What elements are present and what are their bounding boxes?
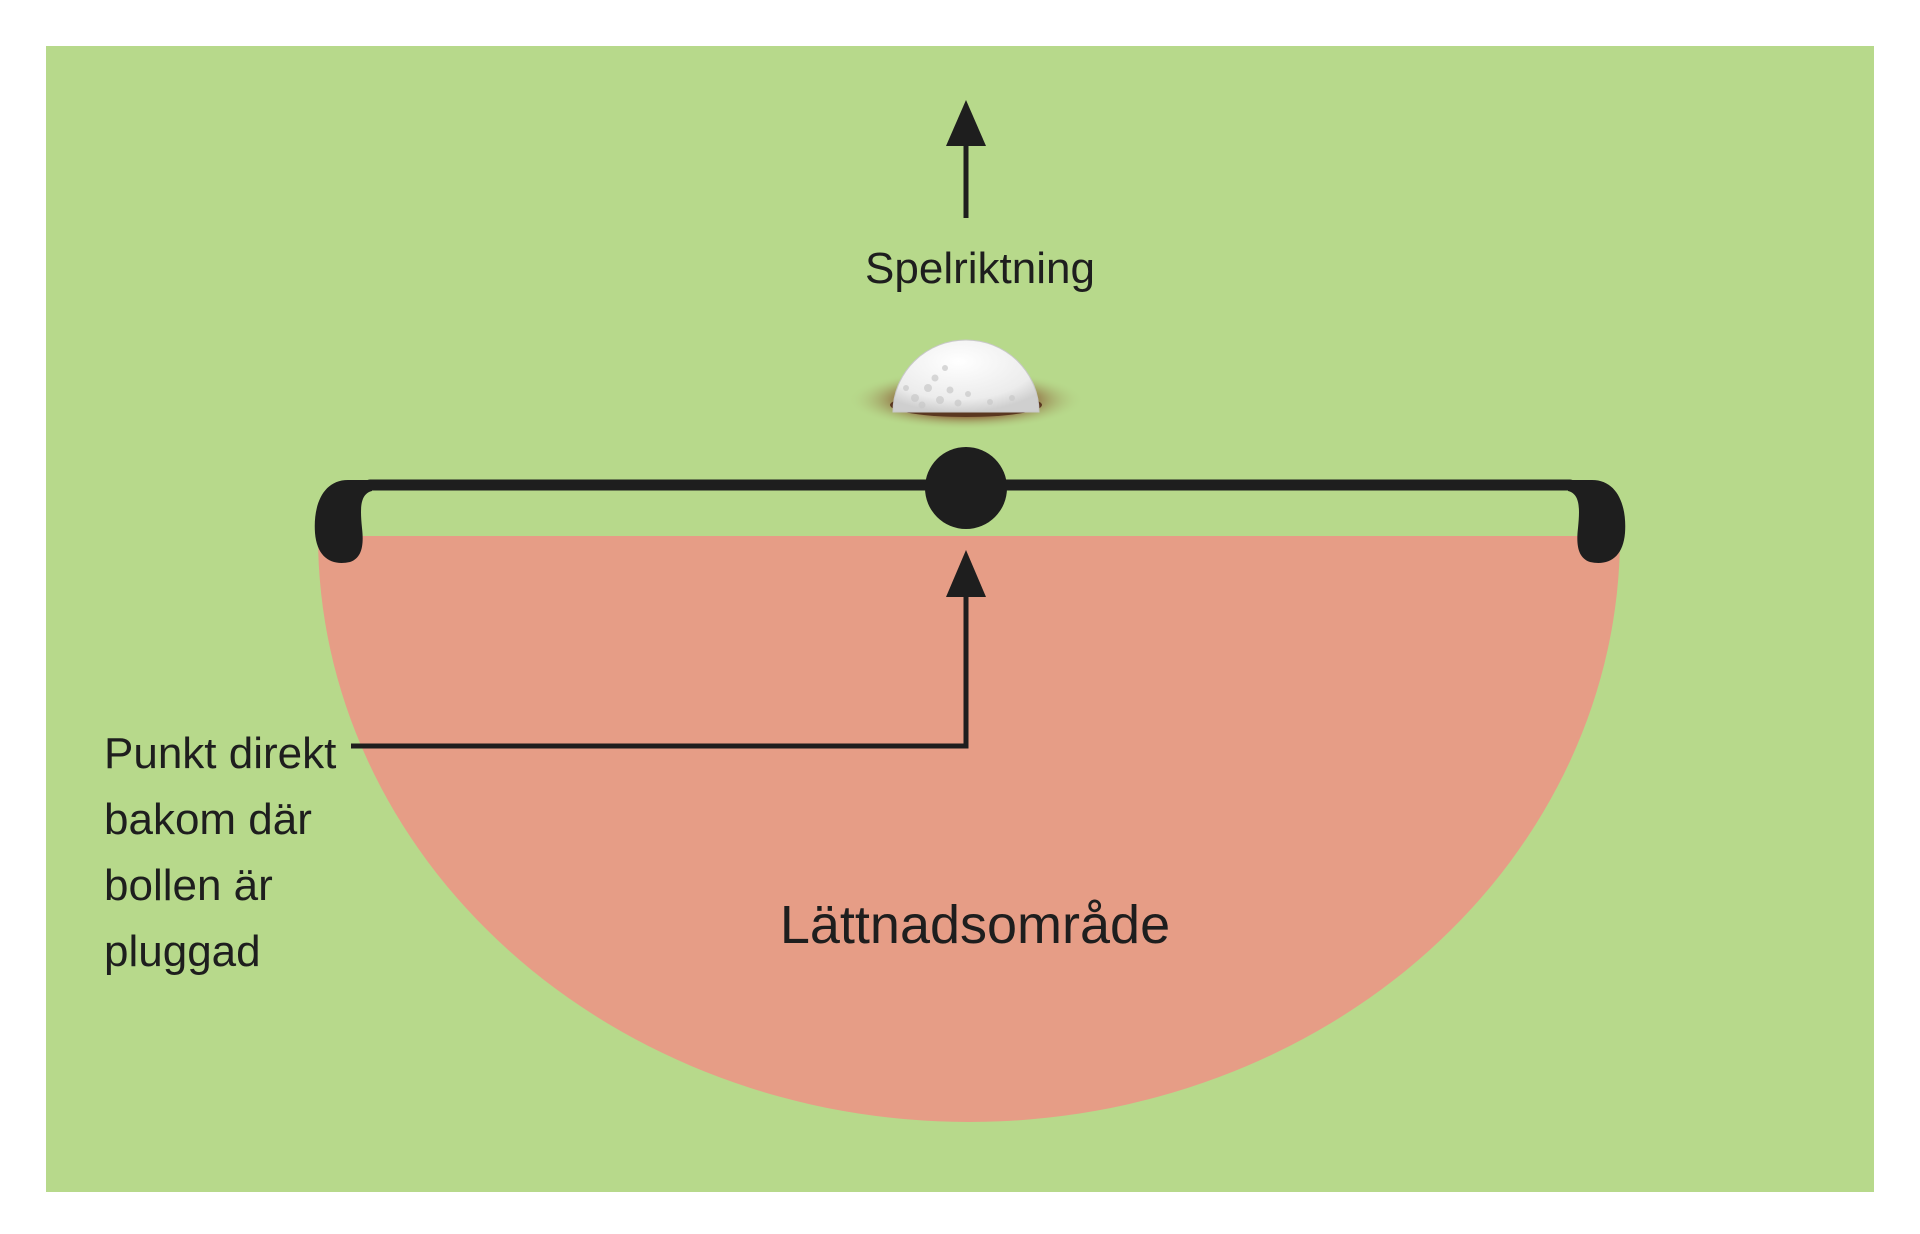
relief-area (318, 536, 1620, 1122)
direction-label: Spelriktning (865, 244, 1095, 293)
reference-point-label-line-3: bollen är (104, 861, 273, 910)
relief-area-label: Lättnadsområde (780, 895, 1170, 955)
reference-line-left-end (314, 480, 372, 563)
arrow-up-icon (946, 100, 986, 218)
golf-ball-icon (848, 339, 1084, 430)
reference-point-label-line-2: bakom där (104, 795, 312, 844)
reference-point-leader (351, 550, 986, 749)
reference-point (925, 447, 1007, 529)
reference-point-label-line-1: Punkt direkt (104, 729, 336, 778)
reference-point-label-line-4: pluggad (104, 927, 261, 976)
reference-line-right-end (1568, 480, 1626, 563)
reference-point-label: Punkt direkt bakom där bollen är pluggad (104, 729, 336, 976)
